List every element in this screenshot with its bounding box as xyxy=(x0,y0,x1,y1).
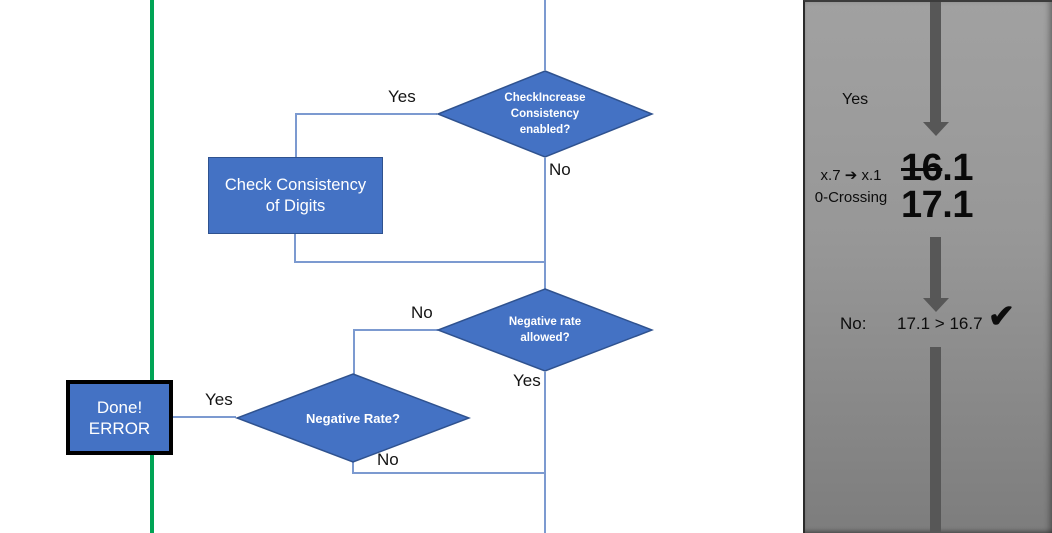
connector-rect-bottom-v xyxy=(294,234,296,263)
panel-yes-label: Yes xyxy=(842,91,869,108)
process-check-consistency-of-digits: Check Consistency of Digits xyxy=(208,157,383,234)
flow-arrow-1-bar xyxy=(930,2,941,122)
flow-arrow-1-head-icon xyxy=(923,122,949,136)
result-comparison: 17.1 > 16.7 xyxy=(897,314,983,333)
edge-label-yes-done: Yes xyxy=(205,390,233,409)
diamond-shape xyxy=(436,70,654,158)
connector-negative-rate-no-h xyxy=(352,472,546,474)
edge-label-no-mid: No xyxy=(411,303,433,322)
decision-check-increase-label: CheckIncrease Consistency enabled? xyxy=(436,70,654,158)
decision-negative-rate: Negative Rate? xyxy=(235,373,471,463)
label-line: Consistency xyxy=(510,108,580,120)
edge-label-no-bottom: No xyxy=(377,450,399,469)
diamond-shape xyxy=(235,373,471,463)
label-line: Negative Rate? xyxy=(306,410,400,426)
note-rule-line: x.7 ➔ x.1 xyxy=(820,167,882,184)
connector-check-increase-yes-h xyxy=(295,113,437,115)
terminal-done-error: Done! ERROR xyxy=(66,380,173,455)
zero-crossing-note: x.7 ➔ x.1 0-Crossing xyxy=(806,165,896,209)
checkmark-icon: ✔ xyxy=(988,298,1015,334)
label-line: Check Consistency xyxy=(224,175,367,194)
flow-arrow-2-bar xyxy=(930,237,941,298)
connector-check-increase-yes-v xyxy=(295,113,297,158)
decision-negative-allowed-label: Negative rate allowed? xyxy=(436,288,654,372)
corrected-values: 16.1 17.1 xyxy=(901,147,973,226)
label-line: Done! xyxy=(96,397,143,417)
connector-rect-merge-h xyxy=(294,261,545,263)
decision-check-increase-enabled: CheckIncrease Consistency enabled? xyxy=(436,70,654,158)
connector-negative-rate-yes-h xyxy=(173,416,236,418)
old-value-rest: .1 xyxy=(942,147,973,189)
green-divider-line xyxy=(150,0,154,533)
label-line: CheckIncrease xyxy=(504,92,586,104)
new-value: 17.1 xyxy=(901,184,973,226)
flow-arrow-2-head-icon xyxy=(923,298,949,312)
old-value-struck: 16 xyxy=(901,147,943,189)
label-line: of Digits xyxy=(265,196,326,215)
connector-negative-allowed-no-v xyxy=(353,329,355,375)
label-line: Negative rate xyxy=(508,316,582,328)
decision-negative-rate-label: Negative Rate? xyxy=(235,373,471,463)
edge-label-yes-mid: Yes xyxy=(513,371,541,390)
edge-label-no-top: No xyxy=(549,160,571,179)
old-value: 16.1 xyxy=(901,147,973,189)
label-line: enabled? xyxy=(519,124,571,136)
connector-check-increase-no-v xyxy=(544,158,546,289)
gray-example-panel: Yes x.7 ➔ x.1 0-Crossing 16.1 17.1 No: 1… xyxy=(803,0,1052,533)
result-answer: No: xyxy=(840,314,867,333)
connector-negative-allowed-yes-v xyxy=(544,372,546,533)
decision-negative-rate-allowed: Negative rate allowed? xyxy=(436,288,654,372)
diamond-shape xyxy=(436,288,654,372)
flow-arrow-3-bar xyxy=(930,347,941,533)
connector-negative-rate-no-v xyxy=(352,462,354,474)
note-crossing-line: 0-Crossing xyxy=(814,189,888,206)
edge-label-yes-top: Yes xyxy=(388,87,416,106)
label-line: ERROR xyxy=(88,418,151,438)
label-line: allowed? xyxy=(520,332,570,344)
connector-top-into-check-increase xyxy=(544,0,546,70)
connector-negative-allowed-no-h xyxy=(353,329,438,331)
